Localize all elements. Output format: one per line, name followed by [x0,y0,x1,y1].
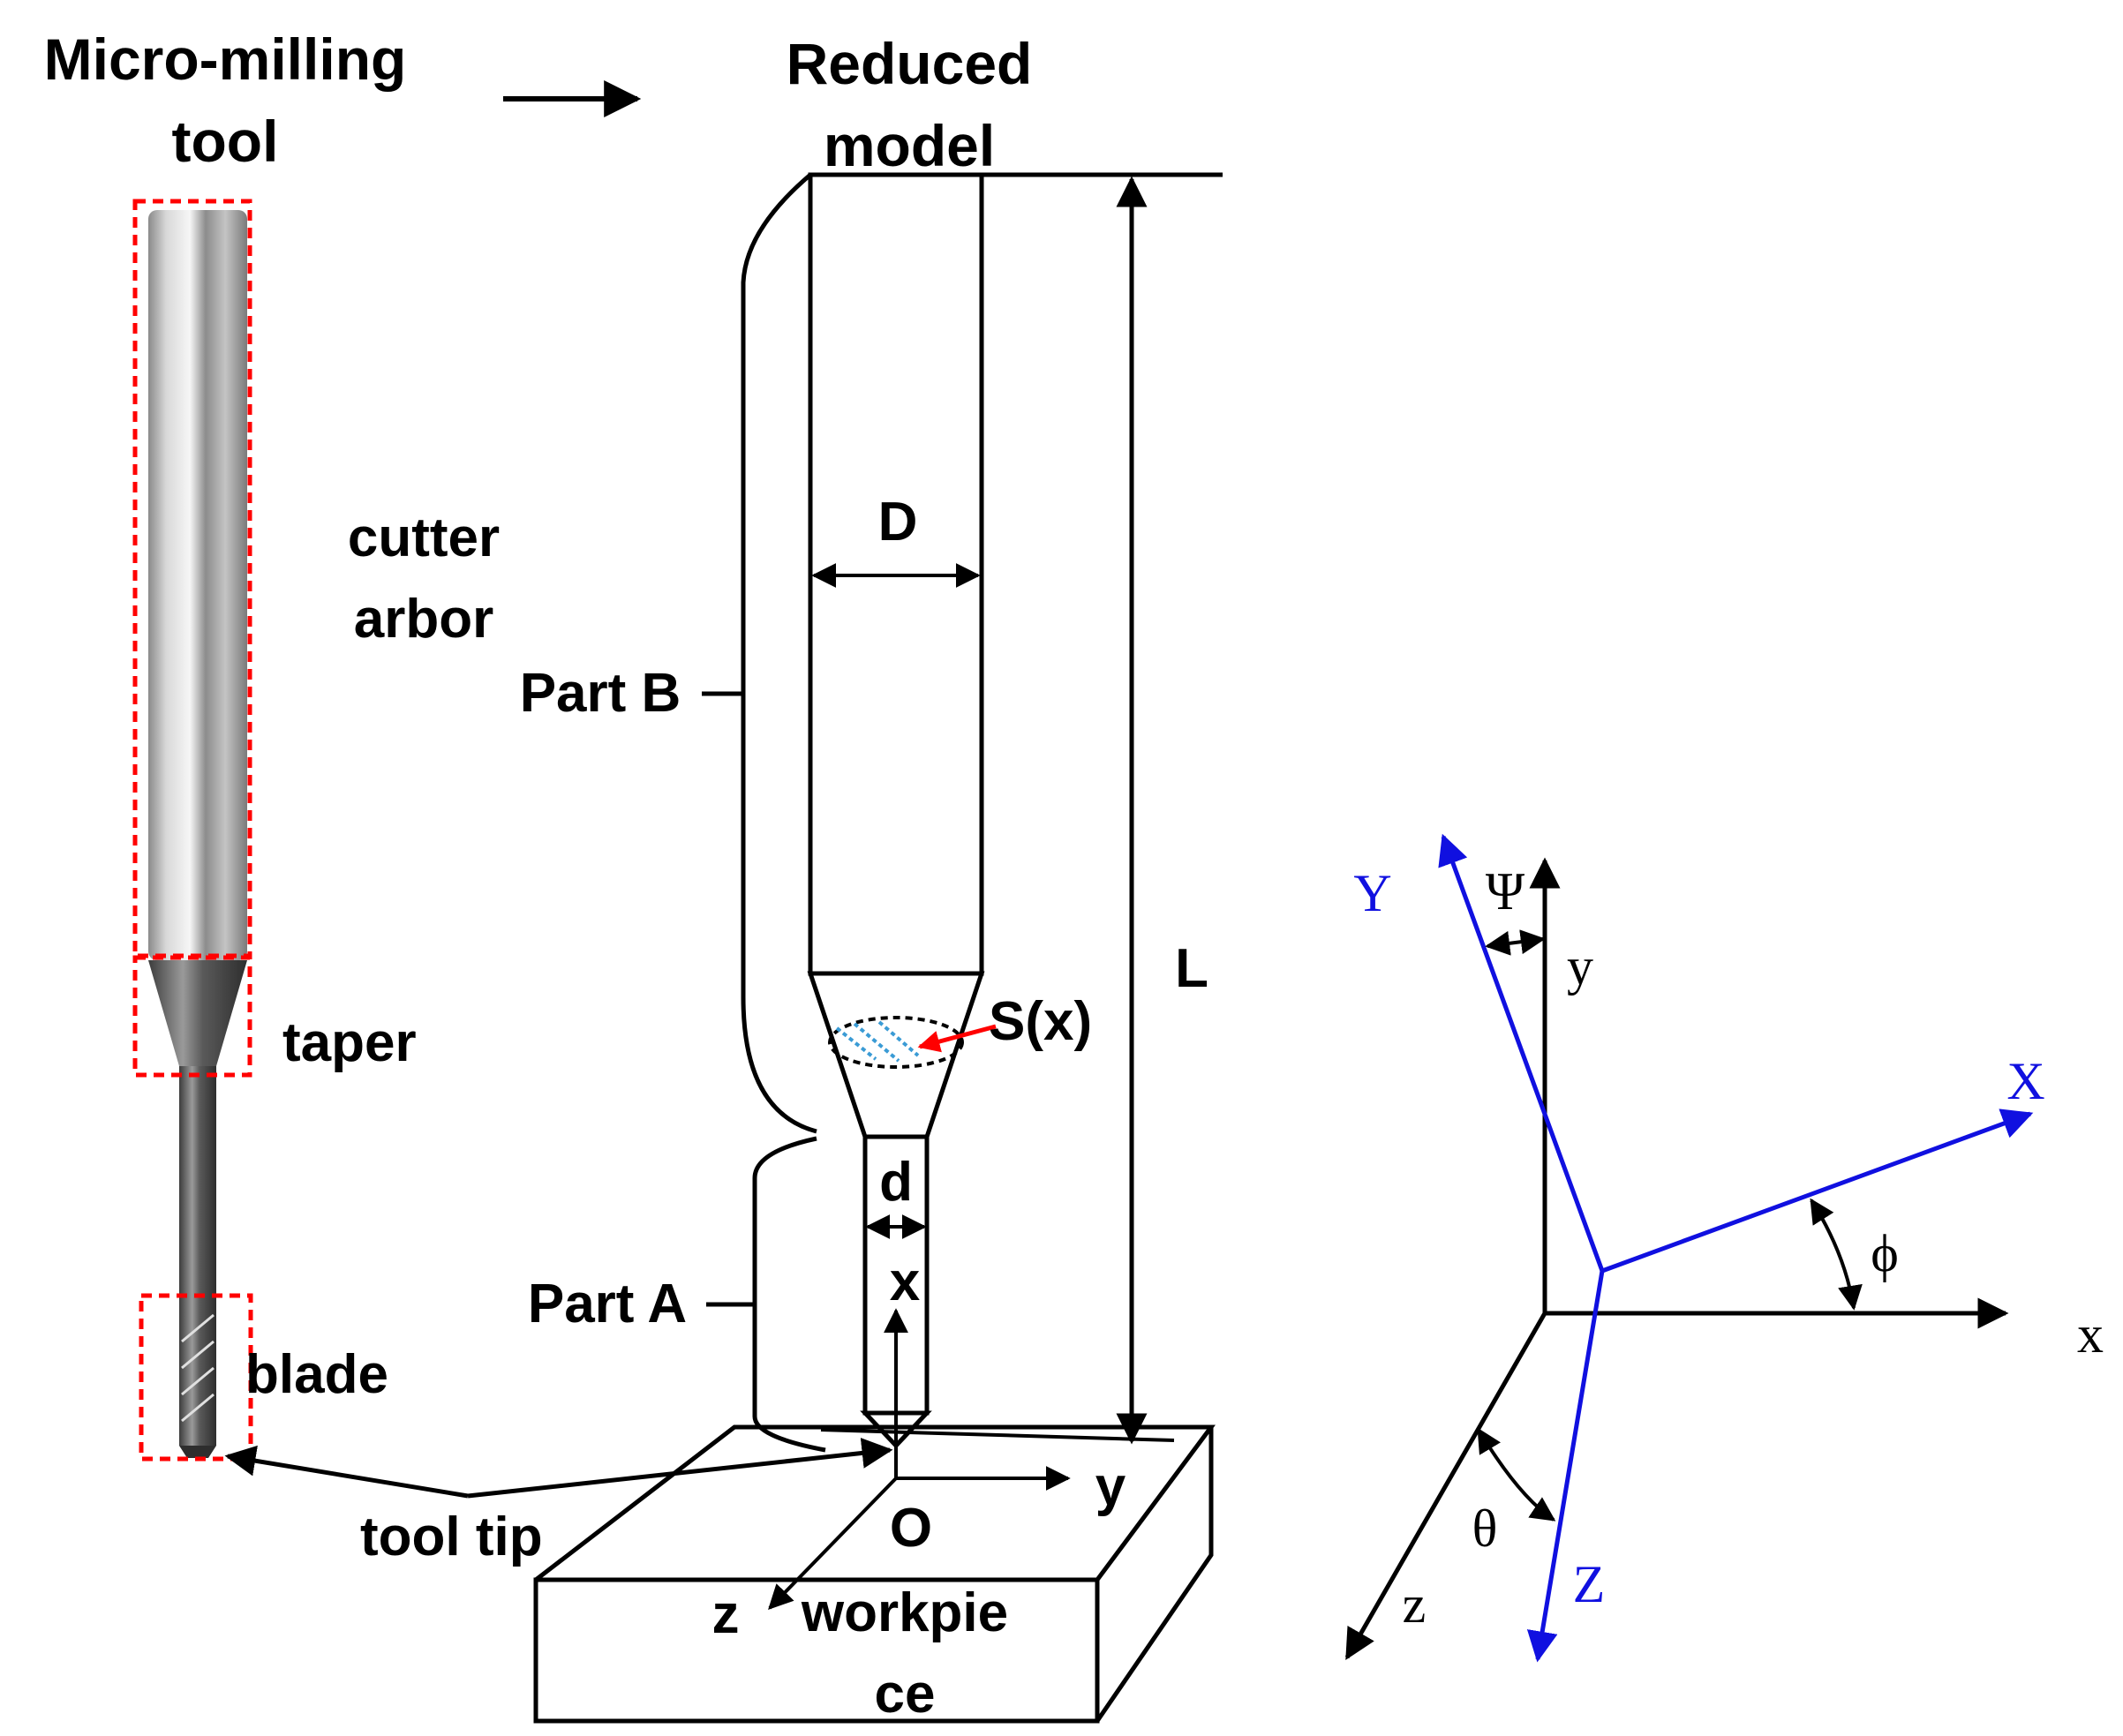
tool-title-line1: Micro-milling [44,26,407,92]
neck-section [179,1066,216,1322]
taper-section [148,960,247,1066]
cross-section-label: S(x) [989,991,1092,1052]
global-z-label: z [1403,1575,1427,1634]
tool-tip-pointer-left [224,1445,469,1499]
tool-tip-label: tool tip [360,1507,543,1567]
local-z-axis-arrow [768,1477,898,1611]
arbor-label-line2: arbor [354,589,493,650]
phi-angle-arc [1810,1198,1863,1311]
model-title-line1: Reduced [787,31,1033,96]
tool-tip-pointer-right [467,1438,893,1499]
local-z-label: z [712,1584,740,1645]
theta-angle-label: θ [1472,1499,1498,1558]
diameter-d-label: d [879,1152,913,1213]
cross-section-pointer [917,1024,997,1053]
x-coordinate-label: x [890,1251,921,1312]
global-x-label: x [2077,1305,2104,1364]
tool-tip-end [179,1446,216,1458]
global-z-axis [1344,1311,1547,1661]
cross-section-ellipse [828,1016,964,1069]
tool-title-line2: tool [172,109,279,174]
rotated-Z-label: Z [1573,1555,1606,1613]
tool-panel: Micro-milling tool cutter arbor taper bl… [44,26,893,1567]
rotated-X-label: X [2006,1052,2044,1110]
frame-panel: Y X Z y x z Ψ ϕ θ [1344,833,2104,1663]
blade-section [179,1322,216,1446]
part-a-label: Part A [528,1274,687,1334]
cross-section-hatch [835,1020,920,1063]
rotated-X-axis [1601,1108,2034,1274]
tool-to-workpiece-line [820,1428,1175,1442]
rotated-Z-axis [1526,1270,1605,1663]
theta-angle-arc [1477,1427,1556,1522]
cutter-arbor-shank [148,210,247,960]
part-b-bracket [741,173,817,1134]
rotated-Y-label: Y [1353,864,1391,922]
blade-highlight-box [139,1293,253,1462]
global-y-label: y [1567,937,1593,996]
arbor-label-line1: cutter [348,507,500,568]
psi-angle-label: Ψ [1486,862,1525,921]
taper-label: taper [282,1012,417,1073]
length-L-label: L [1175,938,1208,999]
model-title-line2: model [824,113,995,178]
rotated-Y-axis [1438,833,1605,1272]
blade-flutes [181,1313,215,1423]
taper-highlight-box [132,955,252,1078]
workpiece-block [533,1424,1216,1724]
model-panel: Reduced model S(x) D d x L P [520,31,1223,1725]
micro-milling-tool-image [148,210,247,1458]
phi-angle-label: ϕ [1871,1224,1899,1282]
workpiece-label-line1: workpie [801,1582,1008,1643]
blade-label: blade [245,1344,388,1405]
origin-O-label: O [890,1498,932,1559]
part-b-label: Part B [520,663,681,724]
psi-angle-arc [1485,929,1546,956]
reduced-model-taper [807,971,985,1139]
workpiece-label-line2: ce [875,1664,936,1725]
part-a-bracket [752,1136,826,1453]
local-y-label: y [1095,1456,1126,1517]
diameter-D-label: D [878,492,918,552]
